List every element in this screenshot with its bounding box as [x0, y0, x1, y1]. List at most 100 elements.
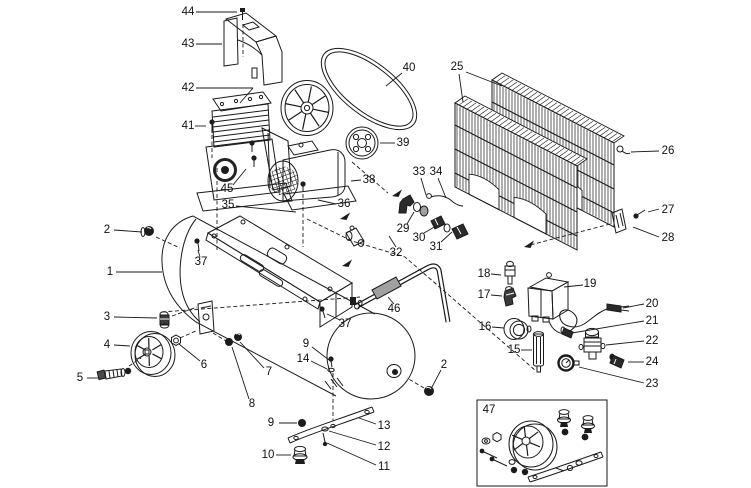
- guard-bracket-28: [611, 208, 627, 234]
- leader-line: [632, 226, 660, 238]
- leader-line: [311, 346, 330, 361]
- elbow-fitting-17: [503, 286, 517, 307]
- handle-bolt: [350, 297, 356, 305]
- leader-line: [326, 442, 377, 466]
- part-label-23: 23: [646, 378, 659, 390]
- leader-line: [622, 303, 645, 309]
- fitting-30: [430, 215, 446, 230]
- leader-line: [197, 249, 201, 258]
- part-label-34: 34: [430, 166, 443, 178]
- wheel-bracket: [197, 300, 215, 335]
- direction-arrows: [340, 189, 534, 267]
- part-label-21: 21: [646, 315, 659, 327]
- guard-grille-front: [454, 95, 588, 251]
- arrow-icon: [340, 212, 350, 220]
- wheel-spokes: [136, 86, 541, 456]
- handle: [350, 263, 451, 323]
- outlet-elbow-33: [398, 194, 429, 217]
- motor-base: [283, 185, 357, 211]
- part-label-46: 46: [388, 303, 401, 315]
- part-label-41: 41: [182, 120, 195, 132]
- leader-line: [358, 417, 377, 425]
- leader-line: [350, 179, 362, 182]
- leader-line: [239, 87, 254, 104]
- belt-guard-grilles: [454, 72, 625, 251]
- electric-motor: [267, 140, 357, 211]
- belt-guard-cover: [223, 8, 283, 86]
- kit-hardware: [479, 428, 589, 476]
- motor-pulley: [345, 126, 379, 160]
- part-label-5: 5: [77, 372, 83, 384]
- motor-fan-grille: [267, 160, 299, 202]
- part-label-22: 22: [646, 335, 659, 347]
- leader-line: [178, 343, 201, 362]
- part-label-39: 39: [397, 137, 410, 149]
- hardware-kit-box: [476, 399, 608, 487]
- plug: [606, 303, 622, 313]
- wheel: [130, 331, 176, 377]
- leader-line: [571, 320, 645, 334]
- leader-line: [317, 199, 337, 205]
- leader-line: [328, 430, 377, 446]
- part-label-38: 38: [363, 174, 376, 186]
- drive-belt: [320, 47, 418, 131]
- leader-line: [387, 296, 395, 305]
- flywheel: [280, 80, 334, 136]
- bolt-41: [209, 119, 215, 133]
- leader-line: [113, 316, 158, 319]
- leader-line: [239, 341, 265, 369]
- air-tank: [161, 215, 416, 400]
- part-label-43: 43: [182, 38, 195, 50]
- kit-wheel: [508, 420, 558, 471]
- part-label-18: 18: [478, 268, 491, 280]
- kit-feet: [557, 409, 595, 433]
- leader-line: [235, 205, 297, 213]
- pump-bolts-45: [249, 140, 257, 167]
- fitting-3: [159, 311, 170, 329]
- part-label-40: 40: [403, 62, 416, 74]
- part-label-8: 8: [249, 398, 255, 410]
- regulator-22: [578, 327, 606, 360]
- drain-boss-hatch: [324, 377, 344, 390]
- part-label-45: 45: [221, 183, 234, 195]
- cover-screw-44: [240, 8, 245, 20]
- part-label-28: 28: [662, 232, 675, 244]
- plug-2-left: [140, 226, 154, 237]
- leader-line: [437, 177, 447, 199]
- bolt-37-right: [319, 306, 326, 319]
- leader-line: [385, 72, 403, 87]
- tank-outlet-boss: [386, 364, 402, 378]
- leader-line: [406, 211, 415, 225]
- kit-rail: [527, 451, 604, 483]
- part-label-2: 2: [104, 224, 110, 236]
- gauge-16: [503, 318, 532, 340]
- guard-screw-27: [633, 209, 646, 219]
- leader-line: [465, 71, 503, 87]
- tube-15: [533, 331, 544, 373]
- pressure-switch-19: [527, 272, 570, 323]
- leader-line: [388, 235, 397, 248]
- part-label-47: 47: [483, 404, 496, 416]
- pump-base: [196, 182, 293, 212]
- leader-line: [232, 168, 247, 186]
- part-label-25: 25: [451, 61, 464, 73]
- fitting-21: [560, 326, 574, 339]
- part-label-37: 37: [195, 256, 208, 268]
- part-label-9: 9: [268, 417, 274, 429]
- part-label-1: 1: [107, 266, 113, 278]
- transfer-tube-34: [426, 193, 464, 207]
- part-label-12: 12: [378, 441, 391, 453]
- nut-9-lower: [298, 419, 306, 427]
- leader-line: [431, 369, 442, 388]
- safety-valve-18: [504, 260, 516, 285]
- leader-line: [440, 231, 453, 243]
- arrow-icon: [524, 240, 534, 248]
- plug-2-right: [424, 386, 434, 396]
- part-label-30: 30: [413, 232, 426, 244]
- part-label-9: 9: [303, 338, 309, 350]
- part-label-27: 27: [662, 204, 675, 216]
- leader-line: [605, 340, 645, 346]
- arrow-icon: [392, 189, 402, 197]
